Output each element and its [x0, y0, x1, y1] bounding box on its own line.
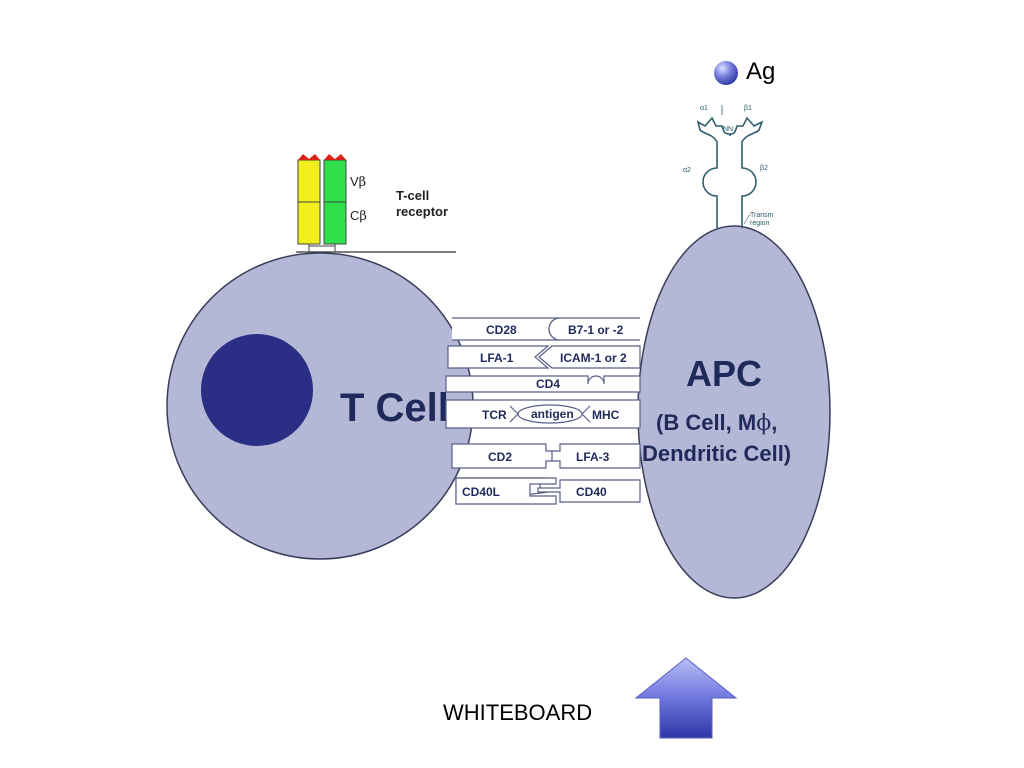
- mhc-trans-label-1: Transm: [750, 212, 774, 219]
- t-cell-label: T Cell: [340, 386, 449, 430]
- pair-cd2-lfa3: CD2 LFA-3: [451, 443, 641, 469]
- tcr-title-line1: T-cell: [396, 188, 429, 203]
- pair-label-lfa3: LFA-3: [576, 450, 610, 464]
- mhc-b2-label: β2: [760, 165, 768, 172]
- apc-title: APC: [686, 353, 762, 394]
- mhc-trans-label-2: region: [750, 220, 770, 227]
- pair-label-icam: ICAM-1 or 2: [560, 351, 627, 365]
- pair-label-tcr: TCR: [482, 408, 507, 422]
- t-cell-nucleus: [201, 334, 313, 446]
- pair-label-b7: B7-1 or -2: [568, 323, 624, 337]
- tcr-vb-label: Vβ: [350, 174, 366, 190]
- pair-label-antigen: antigen: [531, 407, 574, 421]
- pair-label-cd40l: CD40L: [462, 485, 500, 499]
- mhc-nn-label: NN: [723, 126, 733, 133]
- t-cell-receptor: Vβ Cβ T-cell receptor: [297, 154, 448, 252]
- pair-label-cd28: CD28: [486, 323, 517, 337]
- pair-cd28-b7: CD28 B7-1 or -2: [452, 317, 640, 341]
- mhc-structure: α1 β1 NN α2 β2 Transm region: [683, 105, 774, 228]
- apc-subtitle-line1: (B Cell, Mϕ,: [656, 410, 777, 436]
- mhc-a1-label: α1: [700, 105, 708, 112]
- tcr-title-line2: receptor: [396, 204, 448, 219]
- apc-subtitle-line2: Dendritic Cell): [642, 441, 791, 466]
- antigen-label: Ag: [746, 58, 776, 85]
- pair-tcr-mhc: TCR antigen MHC: [445, 399, 641, 429]
- pair-cd40l-cd40: CD40L CD40: [455, 477, 641, 505]
- tcr-green-v: [323, 159, 347, 203]
- mhc-a2-label: α2: [683, 167, 691, 174]
- tcr-cb-label: Cβ: [350, 208, 367, 224]
- tcr-red-tips: [298, 154, 346, 160]
- whiteboard-arrow[interactable]: [634, 657, 738, 739]
- mhc-b1-label: β1: [744, 105, 752, 112]
- pair-label-cd4: CD4: [536, 377, 560, 391]
- pair-cd4: CD4: [445, 375, 641, 393]
- receptor-pairs: CD28 B7-1 or -2 LFA-1 ICAM-1 or 2 CD4 TC…: [445, 317, 641, 505]
- pair-label-cd2: CD2: [488, 450, 512, 464]
- antigen-ball: [714, 61, 738, 85]
- pair-label-cd40: CD40: [576, 485, 607, 499]
- pair-lfa1-icam: LFA-1 ICAM-1 or 2: [447, 345, 641, 369]
- tcr-yellow-v: [297, 159, 321, 203]
- pair-label-mhc: MHC: [592, 408, 620, 422]
- pair-label-lfa1: LFA-1: [480, 351, 514, 365]
- whiteboard-label[interactable]: WHITEBOARD: [443, 700, 593, 725]
- tcr-yellow-c: [297, 201, 321, 245]
- tcr-green-c: [323, 201, 347, 245]
